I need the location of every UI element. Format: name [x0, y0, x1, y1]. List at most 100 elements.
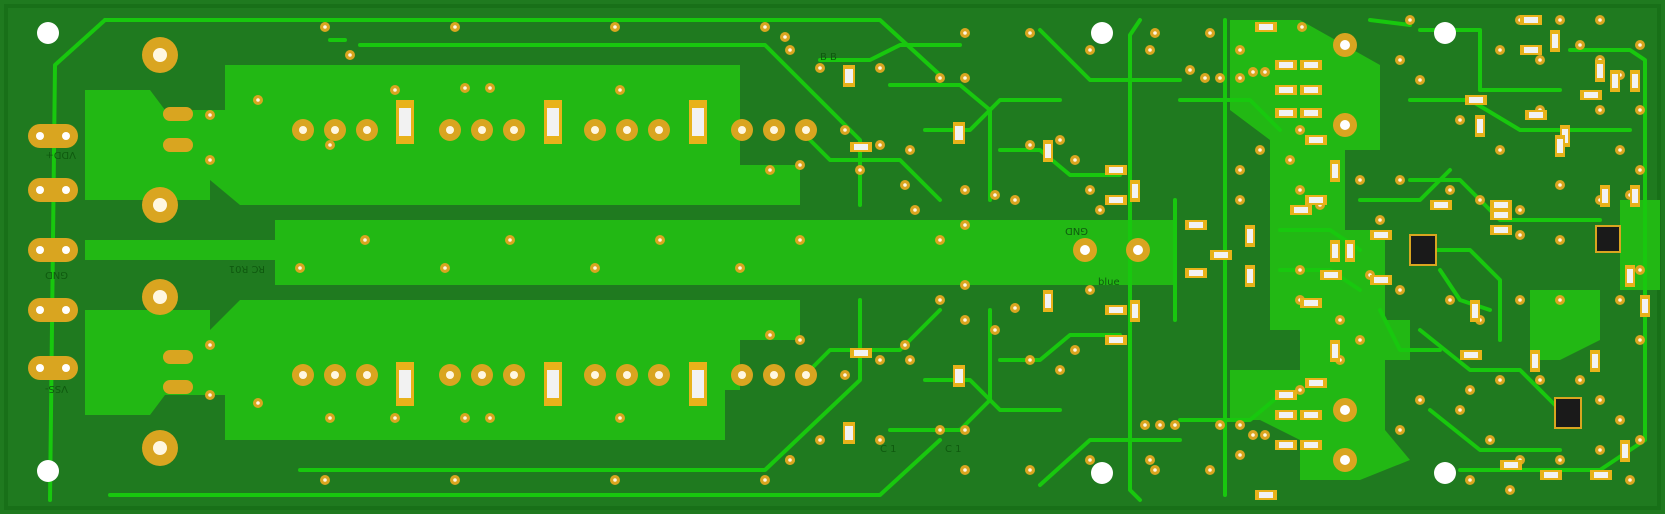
smd-body: [1374, 232, 1388, 238]
via-hole: [256, 401, 260, 405]
label-c1b: C 1: [945, 444, 962, 455]
via-hole: [1468, 478, 1472, 482]
smd-body: [1132, 304, 1138, 318]
smd-body: [1544, 472, 1558, 478]
smd-body: [1332, 164, 1338, 178]
connector-pad-1: [28, 124, 78, 148]
via-hole: [1238, 48, 1242, 52]
smd-body: [955, 126, 963, 140]
smd-body: [1642, 299, 1648, 313]
via-hole: [1398, 178, 1402, 182]
via-hole: [463, 416, 467, 420]
smd-body: [1557, 139, 1563, 153]
via-hole: [768, 333, 772, 337]
smd-body: [845, 426, 853, 440]
via-hole: [328, 143, 332, 147]
smd-body: [1304, 300, 1318, 306]
via-hole: [1238, 76, 1242, 80]
via-hole: [658, 238, 662, 242]
via-hole: [908, 358, 912, 362]
via-hole: [1618, 418, 1622, 422]
smd-body: [1279, 412, 1293, 418]
via-hole: [963, 428, 967, 432]
via-hole: [613, 478, 617, 482]
via-hole: [1218, 76, 1222, 80]
via-hole: [1263, 433, 1267, 437]
via-hole: [1088, 48, 1092, 52]
via-hole: [1251, 433, 1255, 437]
via-hole: [1058, 368, 1062, 372]
smd-body: [854, 144, 868, 150]
via-hole: [1558, 18, 1562, 22]
via-hole: [963, 223, 967, 227]
via-hole: [463, 86, 467, 90]
via-hole: [1538, 58, 1542, 62]
smd-body: [1324, 272, 1338, 278]
via-hole: [1518, 208, 1522, 212]
via-hole: [1598, 398, 1602, 402]
via-hole: [1188, 68, 1192, 72]
via-hole: [1098, 208, 1102, 212]
via-hole: [1638, 168, 1642, 172]
via-hole: [908, 148, 912, 152]
via-hole: [963, 318, 967, 322]
via-hole: [1208, 468, 1212, 472]
via-hole: [593, 266, 597, 270]
via-hole: [1088, 188, 1092, 192]
smd-body: [1304, 412, 1318, 418]
via-hole: [1628, 478, 1632, 482]
ic-u3: [1595, 225, 1621, 253]
label-gnd-left: GND: [45, 269, 68, 280]
smd-body: [1374, 277, 1388, 283]
connector-pad-3: [28, 238, 78, 262]
via-hole: [488, 416, 492, 420]
smd-body: [1309, 137, 1323, 143]
transistor-pads: [142, 33, 1357, 472]
via-hole: [363, 238, 367, 242]
via-hole: [1058, 138, 1062, 142]
via-hole: [453, 478, 457, 482]
via-hole: [1638, 338, 1642, 342]
via-hole: [1578, 378, 1582, 382]
mount-hole: [1091, 462, 1113, 484]
pad-holes: [299, 126, 810, 379]
smd-body: [1592, 354, 1598, 368]
via-hole: [963, 31, 967, 35]
via-hole: [1618, 298, 1622, 302]
via-hole: [1398, 428, 1402, 432]
via-hole: [323, 25, 327, 29]
via-hole: [1258, 148, 1262, 152]
via-hole: [763, 25, 767, 29]
via-hole: [1173, 423, 1177, 427]
via-hole: [1598, 108, 1602, 112]
via-hole: [1238, 168, 1242, 172]
via-hole: [323, 478, 327, 482]
via-hole: [1088, 288, 1092, 292]
ic-u1: [1409, 234, 1437, 266]
via-hole: [1148, 48, 1152, 52]
smd-body: [1524, 47, 1538, 53]
via-hole: [1458, 118, 1462, 122]
smd-body: [1584, 92, 1598, 98]
via-hole: [763, 478, 767, 482]
via-hole: [618, 88, 622, 92]
via-hole: [1238, 198, 1242, 202]
smd-body: [1627, 269, 1633, 283]
smd-body: [1247, 229, 1253, 243]
via-hole: [256, 98, 260, 102]
connector-pad-2: [28, 178, 78, 202]
smd-body: [1504, 462, 1518, 468]
via-hole: [843, 373, 847, 377]
via-hole: [1408, 18, 1412, 22]
via-hole: [1638, 438, 1642, 442]
via-hole: [1298, 268, 1302, 272]
via-hole: [1298, 188, 1302, 192]
smd-body: [1524, 17, 1538, 23]
smd-body: [1632, 189, 1638, 203]
via-hole: [1498, 378, 1502, 382]
via-hole: [1558, 458, 1562, 462]
via-hole: [1203, 76, 1207, 80]
via-hole: [903, 343, 907, 347]
via-hole: [1538, 378, 1542, 382]
